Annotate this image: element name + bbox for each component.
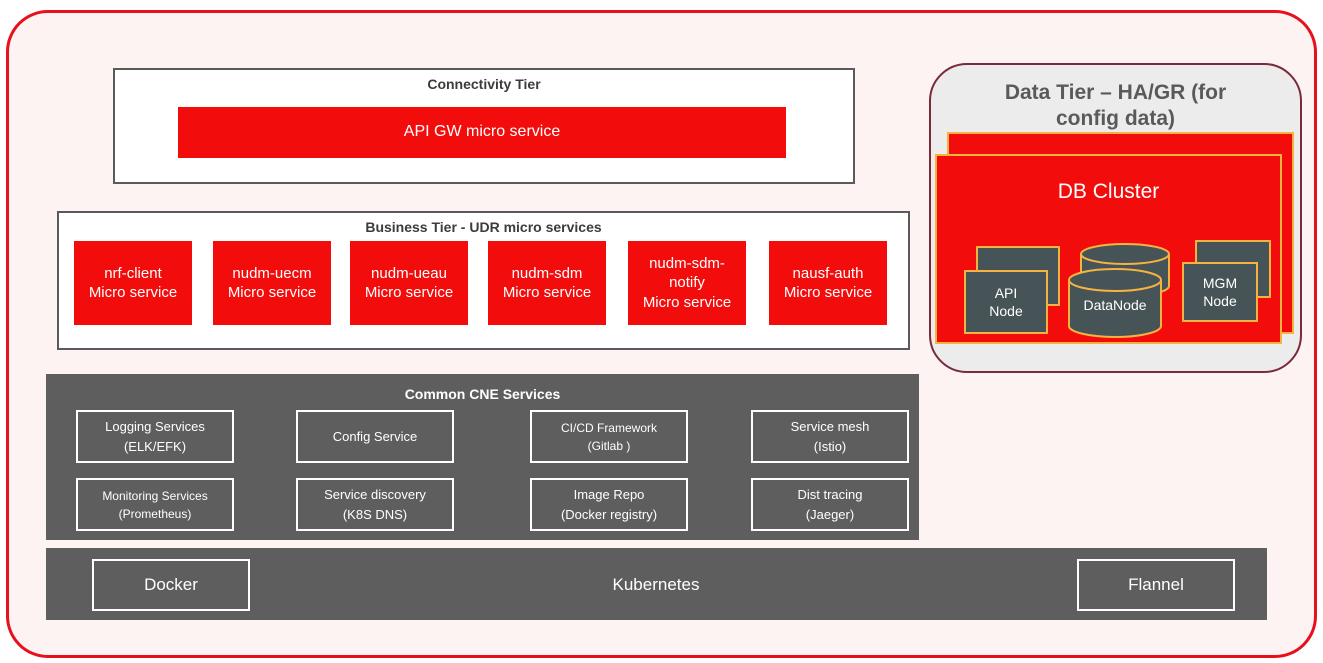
config-service: Config Service <box>296 410 454 463</box>
image-repo: Image Repo(Docker registry) <box>530 478 688 531</box>
monitoring-services: Monitoring Services(Prometheus) <box>76 478 234 531</box>
datanode-label: DataNode <box>1083 297 1147 313</box>
docker-box: Docker <box>92 559 250 611</box>
dist-tracing: Dist tracing(Jaeger) <box>751 478 909 531</box>
api-gw-service: API GW micro service <box>178 107 786 158</box>
business-tier-title: Business Tier - UDR micro services <box>365 219 602 235</box>
datanode-cylinder-front <box>1068 268 1162 338</box>
flannel-box: Flannel <box>1077 559 1235 611</box>
service-discovery: Service discovery(K8S DNS) <box>296 478 454 531</box>
business-tier <box>57 211 910 350</box>
cne-services-title: Common CNE Services <box>404 386 561 402</box>
service-mesh: Service mesh(Istio) <box>751 410 909 463</box>
kubernetes-label: Kubernetes <box>612 575 700 594</box>
datanode-cylinders <box>1068 243 1170 338</box>
db-cluster-label: DB Cluster <box>1057 180 1160 203</box>
cne-services-panel <box>46 374 919 540</box>
cicd-framework: CI/CD Framework(Gitlab ) <box>530 410 688 463</box>
connectivity-tier-title: Connectivity Tier <box>427 76 541 92</box>
logging-services: Logging Services(ELK/EFK) <box>76 410 234 463</box>
